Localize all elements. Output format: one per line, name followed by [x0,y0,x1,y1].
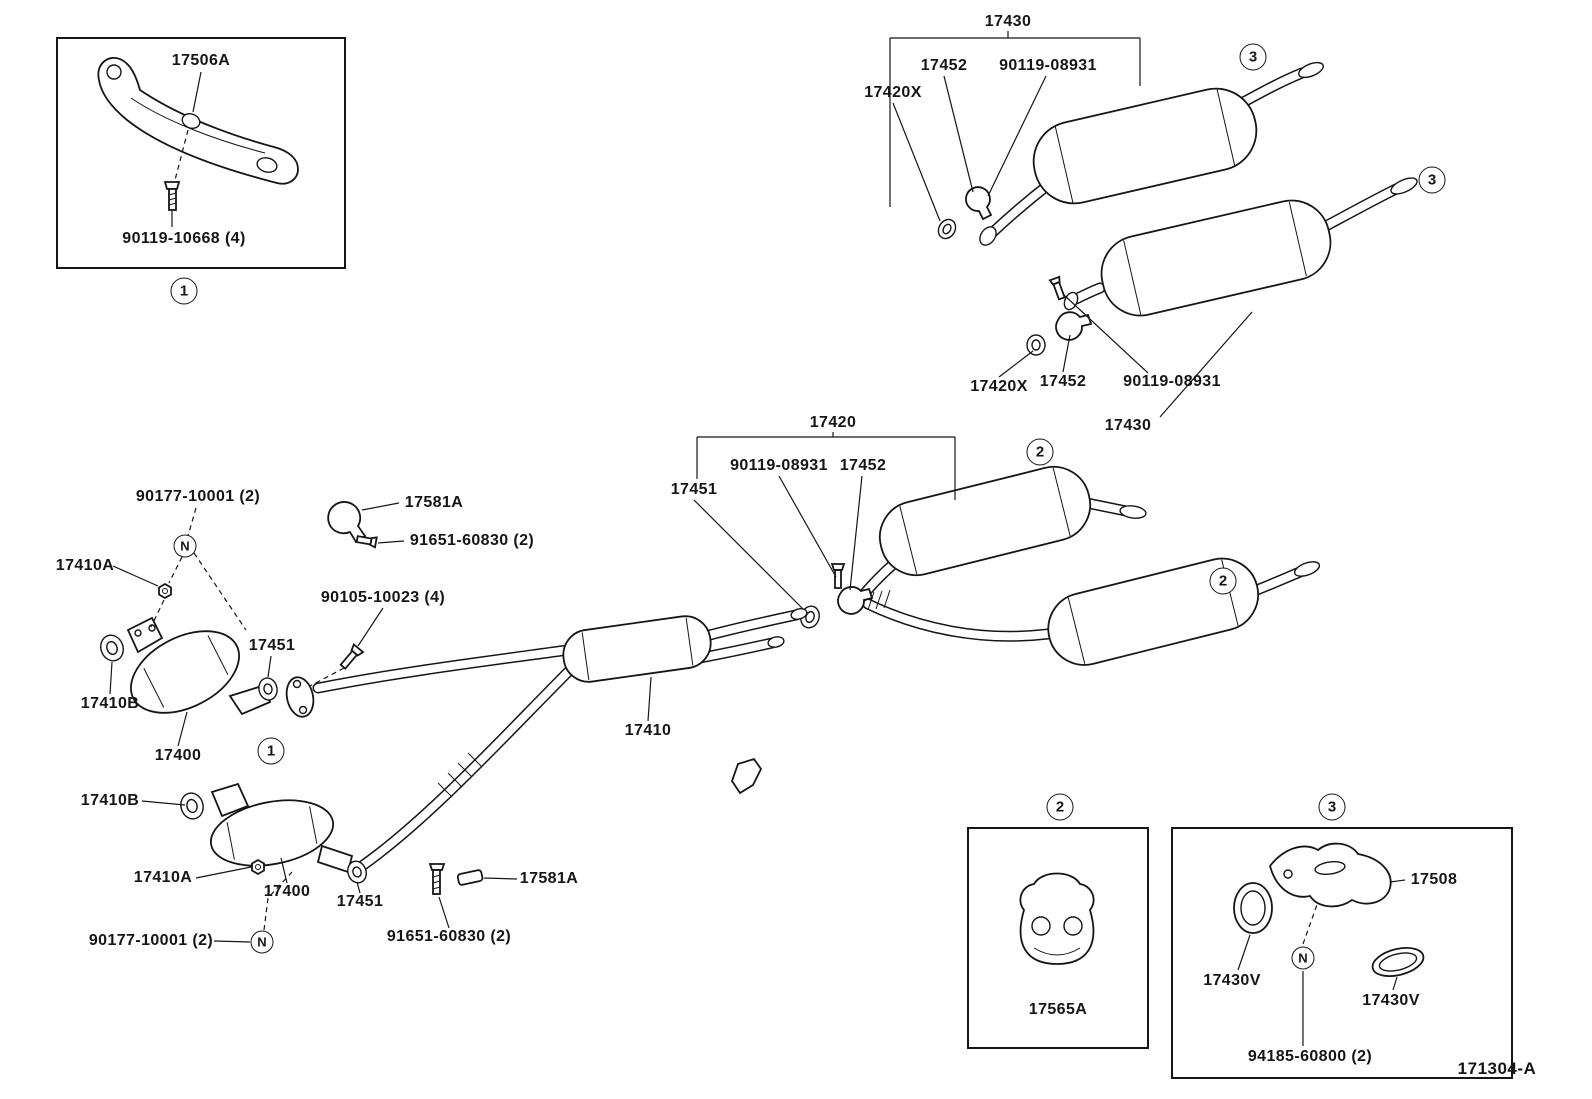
nut-icon [251,858,265,876]
part-label-17451-center: 17451 [670,481,718,498]
gasket-ring-icon [1026,334,1046,356]
bolt-icon [163,181,181,211]
part-label-17451-lower: 17451 [336,893,384,910]
callout-n: N [250,930,274,954]
part-label-17410b-lower: 17410B [80,792,140,809]
part-label-17410a-lower: 17410A [133,869,193,886]
part-label-17451-left: 17451 [248,637,296,654]
part-label-17430v-left: 17430V [1203,972,1261,989]
part-label-17565a: 17565A [1028,1001,1088,1018]
part-label-17410a-upper: 17410A [55,557,115,574]
gasket-ring-icon [180,792,204,820]
callout-3: 3 [1418,166,1446,194]
clamp-icon [965,186,993,221]
inset-box-1-bracket-drawing [56,37,346,269]
part-label-17400-lower: 17400 [263,883,311,900]
gasket-ring-icon [258,677,278,701]
part-label-17420: 17420 [809,414,857,431]
callout-1: 1 [257,737,285,765]
flange-icon [285,676,315,718]
inset-box-hanger [967,827,1149,1049]
part-label-17430-top: 17430 [984,13,1032,30]
gasket-ring-icon [347,860,367,884]
gasket-ring-icon [937,218,957,240]
part-label-90119-08931-center: 90119-08931 [730,457,828,474]
part-label-17430v-right: 17430V [1362,992,1420,1009]
bolt-icon [339,642,365,670]
part-label-17506a: 17506A [171,52,231,69]
center-exhaust-assembly-drawing [312,608,808,872]
part-label-90177-lower: 90177-10001 (2) [88,932,214,949]
bolt-icon [428,863,446,895]
bolt-icon [1048,275,1066,301]
part-label-90105-10023: 90105-10023 (4) [320,589,446,606]
part-label-17581a-lower: 17581A [519,870,579,887]
part-label-91651-lower: 91651-60830 (2) [386,928,512,945]
pipe-clamp-upper-drawing [309,501,378,687]
leader-lines-middle [693,432,956,611]
part-label-90119-08931-top: 90119-08931 [999,57,1097,74]
part-label-90119-08931-mid: 90119-08931 [1123,373,1221,390]
part-label-17420x-mid: 17420X [970,378,1028,395]
callout-1: 1 [170,277,198,305]
part-label-17400-upper: 17400 [154,747,202,764]
part-label-17430-mid: 17430 [1104,417,1152,434]
part-label-90177-upper: 90177-10001 (2) [135,488,261,505]
rear-muffler-2-set-drawing [800,465,1321,666]
part-label-90119-10668: 90119-10668 (4) [122,230,246,247]
part-label-91651-upper: 91651-60830 (2) [409,532,535,549]
catalytic-converter-upper-drawing [100,507,315,718]
bolt-icon [830,563,846,589]
callout-3: 3 [1239,43,1267,71]
part-label-17581a-upper: 17581A [404,494,464,511]
callout-2: 2 [1026,438,1054,466]
leader-lines-left [109,502,652,943]
catalytic-converter-lower-drawing [180,782,484,931]
drawing-code: 171304-A [1457,1059,1537,1078]
part-label-17452-center: 17452 [839,457,887,474]
clamp-icon [1055,311,1093,341]
gasket-ring-icon [100,634,124,662]
callout-3: 3 [1318,793,1346,821]
part-label-94185-60800: 94185-60800 (2) [1247,1048,1373,1065]
rear-muffler-3b-drawing [1026,177,1418,356]
part-label-17410b-upper: 17410B [80,695,140,712]
part-label-17420x-top: 17420X [864,84,922,101]
callout-n: N [1291,946,1315,970]
o-ring-gasket-icon [1233,882,1273,934]
part-label-17410: 17410 [624,722,672,739]
callout-2: 2 [1209,567,1237,595]
callout-2: 2 [1046,793,1074,821]
nut-icon [158,582,172,600]
inset-box-bracket-gaskets [1171,827,1513,1079]
leader-lines-top-right [889,31,1253,418]
flat-gasket-icon [1371,947,1425,977]
part-label-17508: 17508 [1410,871,1458,888]
callout-n: N [173,534,197,558]
part-label-17452-top: 17452 [920,57,968,74]
part-label-17452-mid: 17452 [1039,373,1087,390]
